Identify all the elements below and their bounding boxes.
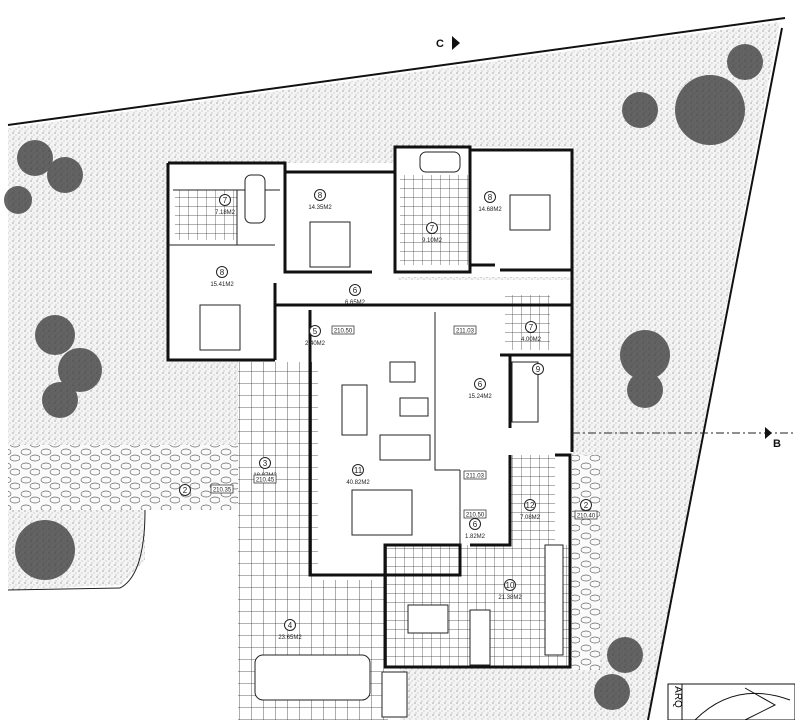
armchair [389, 361, 416, 383]
counter [544, 544, 564, 656]
level-mark: 211.03 [456, 329, 475, 335]
room-number: 8 [220, 268, 225, 277]
room-area: 9.10M2 [422, 238, 443, 244]
level-mark: 210.50 [334, 329, 353, 335]
room-number: 2 [584, 501, 589, 510]
section-arrow-icon [452, 36, 460, 50]
room-number: 10 [506, 581, 515, 590]
room-number: 9 [536, 365, 541, 374]
room-number-circle [504, 579, 516, 591]
dining-table [351, 489, 413, 536]
room-number: 7 [223, 196, 228, 205]
level-mark: 210.45 [256, 478, 275, 484]
room-number-circle [532, 363, 544, 375]
level-box [574, 510, 598, 520]
title-block: ARQ [667, 683, 795, 720]
room-number: 7 [529, 323, 534, 332]
property-line [7, 17, 786, 126]
level-box [253, 474, 277, 484]
room-number-circle [309, 325, 321, 337]
bathtub [244, 174, 266, 224]
shed [381, 671, 408, 718]
room-number-circle [524, 499, 536, 511]
room-number: 11 [354, 466, 363, 475]
bathtub [419, 151, 461, 173]
level-mark: 210.40 [577, 514, 596, 520]
level-box [210, 484, 234, 494]
room-area: 14.68M2 [478, 207, 502, 213]
room-number: 6 [478, 380, 483, 389]
room-area: 23.65M2 [278, 635, 302, 641]
room-number: 5 [313, 327, 318, 336]
room-number: 8 [488, 193, 493, 202]
coffee-table [399, 397, 429, 417]
kitchen-table [407, 604, 449, 634]
room-number-circle [314, 189, 326, 201]
room-area: 15.24M2 [468, 394, 492, 400]
room-number-circle [525, 321, 537, 333]
room-number: 6 [353, 286, 358, 295]
kitchen-counter [469, 609, 491, 666]
title-block-text: ARQ [672, 686, 683, 708]
room-area: 1.82M2 [465, 534, 486, 540]
room-number: 3 [263, 459, 268, 468]
room-area: 2.40M2 [305, 341, 326, 347]
section-arrow-icon [765, 427, 772, 439]
bed [509, 194, 551, 231]
level-box [331, 325, 355, 335]
room-number: 6 [473, 520, 478, 529]
room-number: 12 [526, 501, 535, 510]
room-area: 7.18M2 [215, 210, 236, 216]
room-area: 15.41M2 [210, 282, 234, 288]
bed [199, 304, 241, 351]
room-number-circle [179, 484, 191, 496]
boundary-line [647, 27, 783, 720]
level-box [463, 509, 487, 519]
tree-icon [4, 44, 763, 710]
room-number-circle [216, 266, 228, 278]
level-box [463, 470, 487, 480]
sofa [379, 434, 431, 461]
room-number-circle [284, 619, 296, 631]
room-number-circle [349, 284, 361, 296]
section-mark-c: C [436, 38, 444, 50]
room-area: 14.35M2 [308, 205, 332, 211]
room-number: 4 [288, 621, 293, 630]
section-mark-b: B [773, 438, 781, 450]
room-number-circle [580, 499, 592, 511]
level-mark: 210.50 [466, 513, 485, 519]
car [254, 654, 371, 701]
stone-wall [8, 445, 238, 510]
room-area: 7.08M2 [520, 515, 541, 521]
room-number-circle [484, 191, 496, 203]
room-number-circle [219, 194, 231, 206]
house [166, 145, 574, 720]
room-number-circle [469, 518, 481, 530]
bed [309, 221, 351, 268]
room-area: 40.82M2 [346, 480, 370, 486]
room-number: 8 [318, 191, 323, 200]
level-mark: 210.35 [213, 488, 232, 494]
level-box [453, 325, 477, 335]
room-area: 21.38M2 [498, 595, 522, 601]
room-number-circle [352, 464, 364, 476]
room-number: 7 [430, 224, 435, 233]
room-number-circle [426, 222, 438, 234]
stone-path-right [572, 455, 600, 670]
room-area: 4.00M2 [521, 337, 542, 343]
level-mark: 211.03 [466, 474, 485, 480]
sofa [341, 384, 368, 436]
room-number: 2 [183, 486, 188, 495]
room-number-circle [259, 457, 271, 469]
room-number-circle [474, 378, 486, 390]
room-area: 6.65M2 [345, 300, 366, 306]
